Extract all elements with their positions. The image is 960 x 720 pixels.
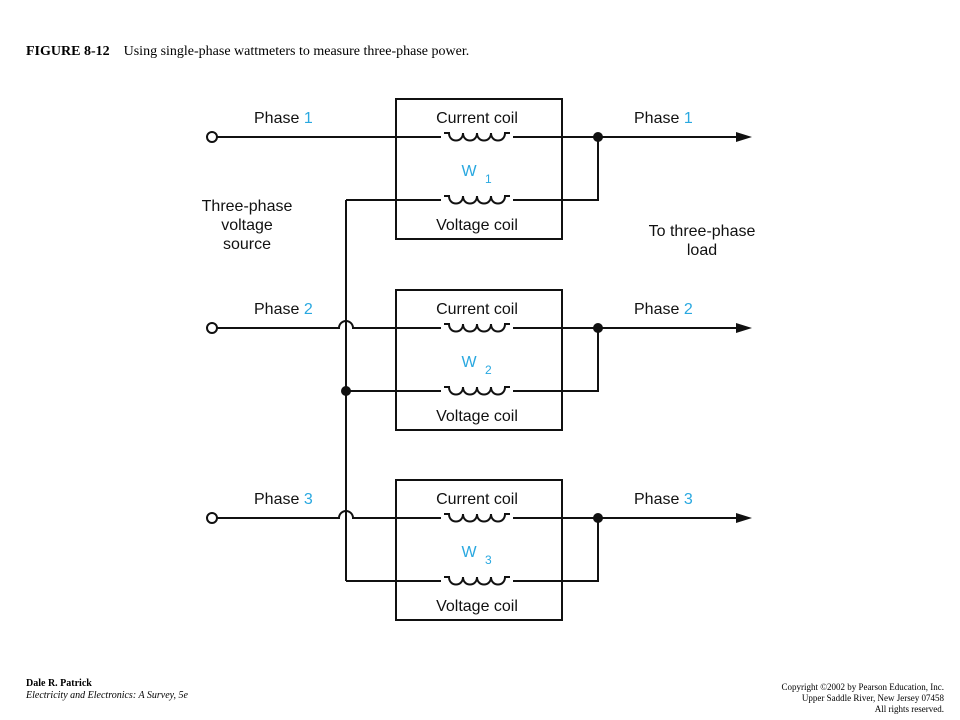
source-label-line-3: source xyxy=(223,236,271,253)
phase-label-left-1: Phase 1 xyxy=(254,110,313,127)
input-terminal-2 xyxy=(206,322,218,334)
source-label-line-2: voltage xyxy=(221,217,273,234)
wattmeter-box-2 xyxy=(395,289,563,431)
voltage-lead-3 xyxy=(346,518,599,582)
load-label-line-1: To three-phase xyxy=(649,223,756,240)
phase-label-right-3: Phase 3 xyxy=(634,491,693,508)
wattmeter-box-3 xyxy=(395,479,563,621)
figure-caption: FIGURE 8-12 Using single-phase wattmeters… xyxy=(26,44,469,60)
current-coil-label-1: Current coil xyxy=(436,110,518,127)
wattmeter-subscript-2: 2 xyxy=(485,363,492,377)
phase-label-right-2: Phase 2 xyxy=(634,301,693,318)
wattmeter-subscript-1: 1 xyxy=(485,172,492,186)
junction-dot-3 xyxy=(593,513,603,523)
voltage-coil-2 xyxy=(444,386,510,396)
voltage-coil-3 xyxy=(444,576,510,586)
current-coil-1 xyxy=(444,132,510,142)
phase-label-left-3: Phase 3 xyxy=(254,491,313,508)
wattmeter-label-2: W xyxy=(461,354,477,371)
phase-arrow-1 xyxy=(736,132,752,142)
phase-number-right-2: 2 xyxy=(684,301,693,318)
phase-label-left-2: Phase 2 xyxy=(254,301,313,318)
footer-rights: All rights reserved. xyxy=(874,704,944,714)
load-label-line-2: load xyxy=(687,242,717,259)
input-terminal-1 xyxy=(206,131,218,143)
current-coil-3 xyxy=(444,513,510,523)
footer-copyright: Copyright ©2002 by Pearson Education, In… xyxy=(781,682,944,692)
wattmeter-label-1: W xyxy=(461,163,477,180)
footer-author: Dale R. Patrick xyxy=(26,678,92,689)
phase-number-left-1: 1 xyxy=(304,110,313,127)
footer-book: Electricity and Electronics: A Survey, 5… xyxy=(26,690,188,701)
input-terminal-3 xyxy=(206,512,218,524)
footer-author-block: Dale R. Patrick Electricity and Electron… xyxy=(26,678,188,702)
wattmeter-label-3: W xyxy=(461,544,477,561)
phase-number-right-3: 3 xyxy=(684,491,693,508)
figure-number: FIGURE 8-12 xyxy=(26,44,110,59)
current-coil-label-2: Current coil xyxy=(436,301,518,318)
current-coil-2 xyxy=(444,323,510,333)
voltage-coil-label-1: Voltage coil xyxy=(436,217,518,234)
wattmeter-box-1 xyxy=(395,98,563,240)
phase-number-left-3: 3 xyxy=(304,491,313,508)
phase-number-right-1: 1 xyxy=(684,110,693,127)
footer-address: Upper Saddle River, New Jersey 07458 xyxy=(801,693,944,703)
junction-dot-2 xyxy=(593,323,603,333)
circuit-components xyxy=(206,98,752,621)
source-label-line-1: Three-phase xyxy=(202,198,293,215)
voltage-coil-label-3: Voltage coil xyxy=(436,598,518,615)
phase-arrow-2 xyxy=(736,323,752,333)
bus-junction-dot xyxy=(341,386,351,396)
phase-arrow-3 xyxy=(736,513,752,523)
voltage-lead-1 xyxy=(346,137,599,201)
current-coil-label-3: Current coil xyxy=(436,491,518,508)
phase-number-left-2: 2 xyxy=(304,301,313,318)
figure-title: Using single-phase wattmeters to measure… xyxy=(123,44,470,59)
wattmeter-subscript-3: 3 xyxy=(485,553,492,567)
circuit-wiring xyxy=(217,136,740,582)
footer-copyright-block: Copyright ©2002 by Pearson Education, In… xyxy=(781,682,944,715)
phase-label-right-1: Phase 1 xyxy=(634,110,693,127)
junction-dot-1 xyxy=(593,132,603,142)
voltage-coil-label-2: Voltage coil xyxy=(436,408,518,425)
voltage-coil-1 xyxy=(444,195,510,205)
voltage-lead-2 xyxy=(346,328,599,392)
